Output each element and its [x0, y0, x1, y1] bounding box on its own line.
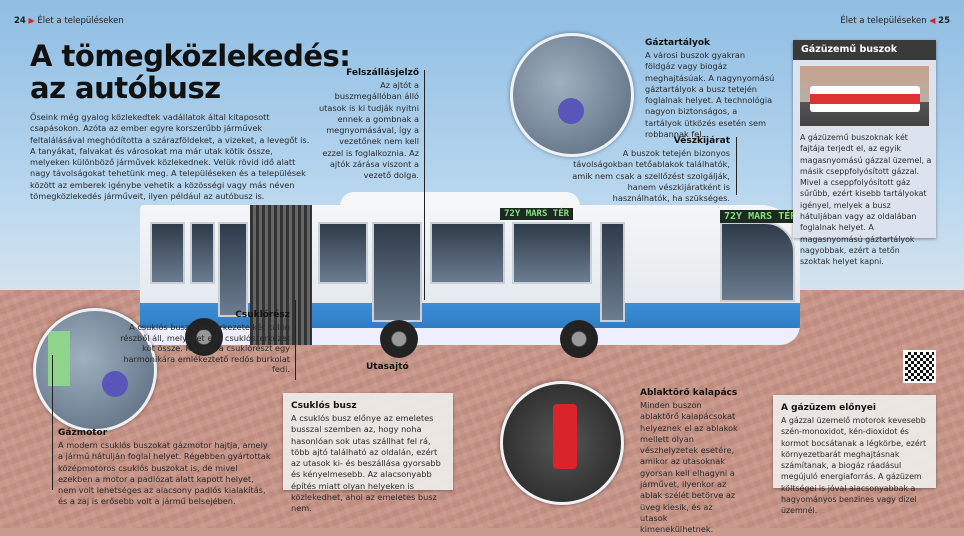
- door: [372, 222, 422, 322]
- sidebar-gas-buses: Gázüzemű buszok A gázüzemű buszoknak két…: [793, 40, 936, 266]
- leader-line: [295, 300, 296, 380]
- window: [512, 222, 592, 284]
- door: [218, 222, 248, 317]
- door: [600, 222, 625, 322]
- box-csuklos-busz: Csuklós busz A csuklós busz előnye az em…: [283, 393, 453, 513]
- magnifier-window-hammer: [500, 381, 624, 505]
- window: [430, 222, 505, 284]
- section-name: Élet a településeken: [37, 16, 124, 26]
- page-header-left: 24 ▶ Élet a településeken: [14, 16, 124, 26]
- side-destination-display: 72Y MARS TÉR: [500, 208, 574, 220]
- bus-illustration: 72Y MARS TÉR 72Y MARS TÉR: [140, 192, 805, 360]
- magnifier-gas-engine: [33, 308, 157, 432]
- windshield: [720, 222, 795, 302]
- wheel: [185, 318, 223, 356]
- page-title: A tömegközlekedés:az autóbusz: [30, 39, 351, 105]
- sidebar-text: A gázüzemű buszoknak két fajtája terjedt…: [800, 133, 932, 267]
- page-header-right: Élet a településeken ◀ 25: [840, 16, 950, 26]
- page-number: 24: [14, 16, 26, 26]
- window: [318, 222, 368, 284]
- leader-line: [736, 137, 737, 195]
- arrow-right-icon: ▶: [28, 16, 35, 25]
- callout-ablaktoro: Ablaktörő kalapács Minden buszon ablaktö…: [640, 388, 738, 535]
- callout-csuklo-resz: Csuklórész A csuklós busz vázszerkezete …: [120, 310, 290, 374]
- magnifier-gas-tanks: [510, 33, 634, 157]
- gas-tank-cover: [340, 192, 580, 206]
- intro-paragraph: Őseink még gyalog közlekedtek vadállatok…: [30, 112, 310, 202]
- callout-veszkijarat: Vészkijárat A buszok tetején bizonyos tá…: [572, 136, 730, 204]
- front-destination-display: 72Y MARS TÉR: [720, 210, 801, 223]
- leader-line: [424, 70, 425, 300]
- arrow-left-icon: ◀: [929, 16, 936, 25]
- bellows-joint: [250, 205, 312, 345]
- leader-line: [52, 355, 53, 490]
- page-number: 25: [938, 16, 950, 26]
- window: [190, 222, 215, 284]
- window: [150, 222, 185, 284]
- wheel: [560, 320, 598, 358]
- section-name: Élet a településeken: [840, 16, 927, 26]
- wheel: [380, 320, 418, 358]
- callout-gaztartalyok: Gáztartályok A városi buszok gyakran föl…: [645, 38, 775, 140]
- qr-code: [903, 350, 936, 383]
- callout-gazmotor: Gázmotor A modern csuklós buszokat gázmo…: [58, 428, 271, 507]
- sidebar-title: Gázüzemű buszok: [793, 40, 936, 60]
- callout-felszallasjelzo: Felszállásjelző Az ajtót a buszmegállóba…: [318, 68, 419, 181]
- label-utasajto: Utasajtó: [366, 362, 409, 372]
- gas-bus-photo: [800, 66, 929, 126]
- box-gazuzem-elonyei: A gázüzem előnyei A gázzal üzemelő motor…: [773, 395, 936, 515]
